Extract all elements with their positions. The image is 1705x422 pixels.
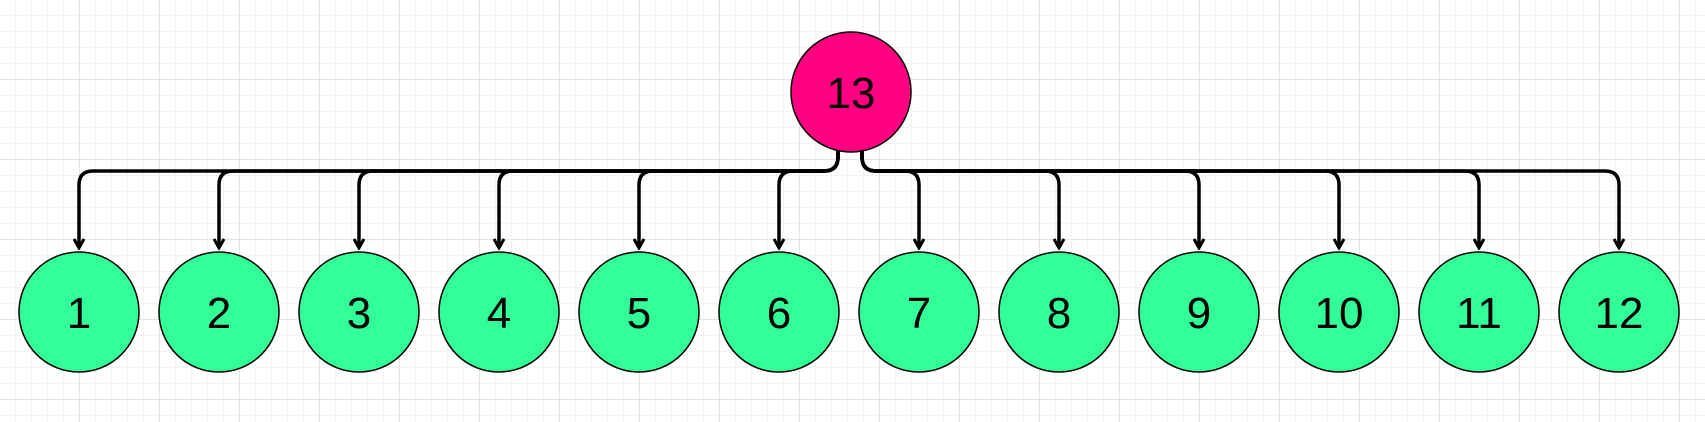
- node-circle: [578, 251, 700, 373]
- node-label: 9: [1187, 289, 1211, 338]
- edge-13-to-7: [860, 151, 919, 247]
- edge-13-to-2: [219, 151, 840, 247]
- edge-13-to-12: [860, 151, 1619, 247]
- node-circle: [18, 251, 140, 373]
- node-root[interactable]: 13: [790, 31, 912, 153]
- edge-13-to-10: [860, 151, 1339, 247]
- node-circle: [998, 251, 1120, 373]
- node-circle: [298, 251, 420, 373]
- node-5[interactable]: 5: [578, 251, 700, 373]
- edge-13-to-1: [79, 151, 840, 247]
- node-label: 11: [1456, 289, 1502, 338]
- node-2[interactable]: 2: [158, 251, 280, 373]
- node-label: 5: [627, 289, 651, 338]
- edge-13-to-11: [860, 151, 1479, 247]
- node-circle: [790, 31, 912, 153]
- node-circle: [1278, 251, 1400, 373]
- node-circle: [858, 251, 980, 373]
- node-8[interactable]: 8: [998, 251, 1120, 373]
- node-4[interactable]: 4: [438, 251, 560, 373]
- node-10[interactable]: 10: [1278, 251, 1400, 373]
- node-label: 6: [767, 289, 791, 338]
- node-label: 7: [907, 289, 931, 338]
- node-9[interactable]: 9: [1138, 251, 1260, 373]
- node-circle: [438, 251, 560, 373]
- node-label: 1: [67, 289, 91, 338]
- edge-13-to-3: [359, 151, 840, 247]
- node-circle: [1558, 251, 1680, 373]
- node-label: 10: [1315, 289, 1364, 338]
- node-label: 4: [487, 289, 511, 338]
- edge-13-to-8: [860, 151, 1059, 247]
- edge-13-to-9: [860, 151, 1199, 247]
- node-7[interactable]: 7: [858, 251, 980, 373]
- node-circle: [718, 251, 840, 373]
- node-label: 8: [1047, 289, 1071, 338]
- node-label: 3: [347, 289, 371, 338]
- node-1[interactable]: 1: [18, 251, 140, 373]
- edge-13-to-4: [499, 151, 840, 247]
- node-11[interactable]: 11: [1418, 251, 1540, 373]
- node-circle: [1138, 251, 1260, 373]
- node-12[interactable]: 12: [1558, 251, 1680, 373]
- edges-layer: [79, 151, 1619, 247]
- node-label: 2: [207, 289, 231, 338]
- node-6[interactable]: 6: [718, 251, 840, 373]
- node-circle: [158, 251, 280, 373]
- edge-13-to-5: [639, 151, 840, 247]
- node-circle: [1418, 251, 1540, 373]
- node-label: 12: [1595, 289, 1644, 338]
- node-label: 13: [827, 69, 876, 118]
- node-3[interactable]: 3: [298, 251, 420, 373]
- edge-13-to-6: [779, 151, 840, 247]
